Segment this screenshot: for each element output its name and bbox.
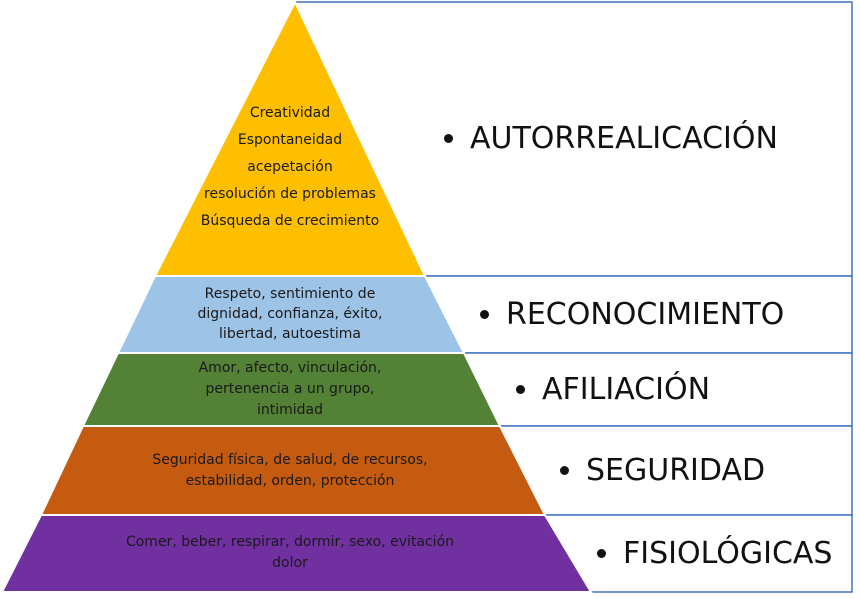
text-line: Creatividad: [249, 105, 331, 121]
text-afiliacion: Amor, afecto, vinculación, pertenencia a…: [140, 358, 440, 421]
text-fisiologicas: Comer, beber, respirar, dormir, sexo, ev…: [60, 532, 520, 574]
bullet-icon: [516, 384, 525, 394]
text-line: intimidad: [256, 402, 324, 418]
text-reconocimiento: Respeto, sentimiento de dignidad, confia…: [150, 284, 430, 344]
text-line: libertad, autoestima: [219, 326, 361, 342]
bullet-icon: [560, 465, 569, 475]
label-reconocimiento: RECONOCIMIENTO: [480, 294, 784, 334]
text-line: dolor: [272, 555, 308, 571]
label-afiliacion: AFILIACIÓN: [516, 369, 710, 409]
label-fisiologicas: FISIOLÓGICAS: [597, 533, 832, 573]
text-line: resolución de problemas: [204, 186, 376, 202]
label-text: FISIOLÓGICAS: [623, 535, 833, 571]
text-seguridad: Seguridad física, de salud, de recursos,…: [90, 450, 490, 492]
text-line: Seguridad física, de salud, de recursos,: [152, 452, 428, 468]
text-line: pertenencia a un grupo,: [205, 381, 375, 397]
label-autorrealizacion: AUTORREALICACIÓN: [444, 118, 778, 158]
level-fisiologicas: [0, 514, 593, 593]
bullet-icon: [444, 133, 453, 143]
text-line: Respeto, sentimiento de: [204, 286, 376, 302]
label-seguridad: SEGURIDAD: [560, 450, 765, 490]
text-line: dignidad, confianza, éxito,: [197, 306, 383, 322]
text-line: Espontaneidad: [237, 132, 343, 148]
label-text: RECONOCIMIENTO: [506, 296, 785, 332]
text-line: Amor, afecto, vinculación,: [198, 360, 382, 376]
text-line: Comer, beber, respirar, dormir, sexo, ev…: [125, 534, 455, 550]
bullet-icon: [480, 309, 489, 319]
text-line: acepetación: [247, 159, 333, 175]
label-text: SEGURIDAD: [586, 452, 766, 488]
label-text: AUTORREALICACIÓN: [470, 120, 778, 156]
bullet-icon: [597, 548, 606, 558]
text-line: estabilidad, orden, protección: [185, 473, 395, 489]
text-autorrealizacion: Creatividad Espontaneidad acepetación re…: [160, 100, 420, 235]
text-line: Búsqueda de crecimiento: [200, 213, 380, 229]
label-text: AFILIACIÓN: [542, 371, 711, 407]
